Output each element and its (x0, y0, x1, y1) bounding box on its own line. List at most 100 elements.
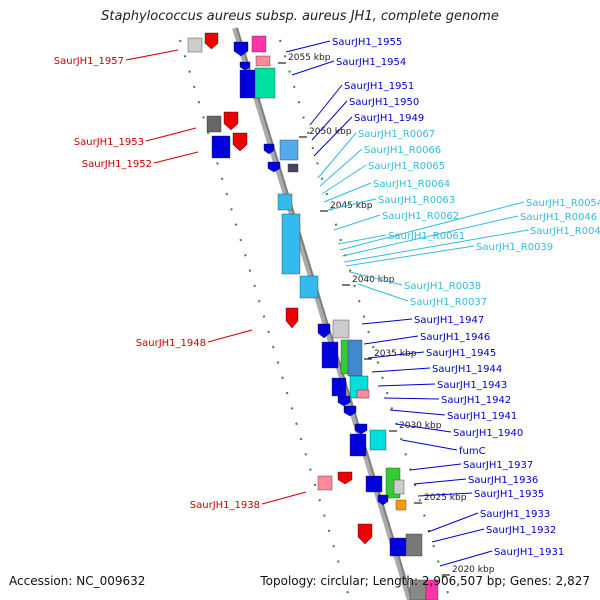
leader-line-19 (345, 245, 475, 267)
feature-block-5 (255, 55, 271, 67)
leader-line-11 (321, 164, 367, 195)
leader-line-37 (431, 528, 485, 543)
position-marker-4: 2040 kbp (352, 275, 395, 285)
leader-line-9 (317, 132, 357, 179)
feature-glyph-21 (317, 323, 331, 339)
feature-block-4 (251, 35, 267, 53)
feature-block-17 (277, 193, 293, 211)
leader-line-10 (319, 148, 363, 187)
feature-block-14 (279, 139, 299, 161)
feature-label-8: SaurJH1_1952 (82, 159, 152, 170)
feature-glyph-12 (232, 132, 248, 152)
leader-line-17 (341, 215, 519, 257)
feature-block-1 (187, 37, 203, 53)
feature-label-12: SaurJH1_R0064 (373, 179, 450, 190)
feature-glyph-15 (267, 161, 281, 173)
feature-label-11: SaurJH1_R0065 (368, 161, 445, 172)
feature-block-19 (299, 275, 319, 299)
leader-line-28 (383, 397, 440, 400)
feature-glyph-39 (377, 494, 389, 506)
feature-block-34 (317, 475, 333, 491)
feature-label-18: SaurJH1_R0040 (530, 226, 600, 237)
feature-block-18 (281, 213, 301, 275)
feature-label-31: fumC (459, 446, 486, 457)
track-dots-1 (179, 39, 351, 600)
feature-label-4: SaurJH1_1951 (344, 81, 414, 92)
track-dots-2 (279, 39, 451, 600)
leader-line-15 (337, 234, 387, 245)
leader-line-8 (153, 151, 199, 164)
feature-label-5: SaurJH1_1950 (349, 97, 419, 108)
feature-block-23 (321, 341, 339, 369)
leader-line-24 (363, 335, 419, 345)
feature-glyph-29 (337, 395, 351, 407)
feature-label-14: SaurJH1_R0062 (382, 211, 459, 222)
feature-block-38 (393, 479, 405, 495)
leader-line-29 (389, 409, 446, 416)
position-marker-2: 2050 kbp (309, 127, 352, 137)
feature-glyph-31 (354, 423, 368, 435)
feature-block-45 (425, 579, 439, 600)
feature-block-33 (369, 429, 387, 451)
feature-block-22 (332, 319, 350, 339)
feature-label-22: SaurJH1_1947 (414, 315, 484, 326)
feature-label-36: SaurJH1_1933 (480, 509, 550, 520)
feature-block-28 (356, 389, 370, 399)
topology-summary: Topology: circular; Length: 2,906,507 bp… (260, 574, 590, 588)
feature-label-33: SaurJH1_1936 (468, 475, 538, 486)
feature-block-11 (211, 135, 231, 159)
genome-backbone (232, 27, 413, 600)
leader-line-18 (343, 229, 529, 263)
leader-line-33 (413, 478, 467, 485)
feature-block-32 (349, 433, 367, 457)
leader-line-31 (401, 439, 458, 451)
feature-label-1: SaurJH1_1955 (332, 37, 402, 48)
leader-line-36 (427, 512, 479, 533)
feature-label-37: SaurJH1_1932 (486, 525, 556, 536)
leader-line-13 (327, 198, 377, 211)
feature-label-32: SaurJH1_1937 (463, 460, 533, 471)
feature-label-38: SaurJH1_1931 (494, 547, 564, 558)
feature-label-7: SaurJH1_1953 (74, 137, 144, 148)
position-marker-8: 2020 kbp (452, 565, 495, 575)
leader-line-16 (339, 201, 525, 251)
feature-label-35: SaurJH1_1938 (190, 500, 260, 511)
position-marker-6: 2030 kbp (399, 421, 442, 431)
feature-label-13: SaurJH1_R0063 (378, 195, 455, 206)
leader-line-3 (125, 49, 179, 61)
feature-label-17: SaurJH1_R0046 (520, 212, 597, 223)
feature-block-16 (287, 163, 299, 173)
leader-line-1 (285, 40, 331, 53)
feature-label-28: SaurJH1_1942 (441, 395, 511, 406)
feature-label-2: SaurJH1_1954 (336, 57, 406, 68)
feature-block-42 (389, 537, 407, 557)
position-marker-3: 2045 kbp (330, 201, 373, 211)
leader-line-21 (357, 283, 409, 302)
feature-block-43 (405, 533, 423, 557)
feature-label-26: SaurJH1_1944 (432, 364, 502, 375)
leader-line-34 (417, 492, 473, 497)
feature-label-23: SaurJH1_1948 (136, 338, 206, 349)
feature-label-10: SaurJH1_R0066 (364, 145, 441, 156)
leader-line-5 (311, 100, 348, 141)
accession-text: Accession: NC_009632 (9, 574, 146, 588)
leader-line-12 (323, 182, 372, 203)
feature-glyph-2 (204, 32, 219, 50)
leader-line-32 (409, 463, 462, 471)
feature-label-24: SaurJH1_1946 (420, 332, 490, 343)
leader-line-6 (313, 116, 353, 157)
leader-line-35 (261, 491, 307, 505)
feature-glyph-30 (343, 405, 357, 417)
leader-line-38 (439, 550, 493, 567)
leader-line-23 (207, 329, 253, 343)
feature-block-40 (395, 499, 407, 511)
leader-line-26 (371, 367, 431, 373)
feature-label-34: SaurJH1_1935 (474, 489, 544, 500)
feature-label-27: SaurJH1_1943 (437, 380, 507, 391)
feature-glyph-41 (357, 523, 373, 545)
leader-line-7 (145, 127, 197, 142)
position-marker-5: 2035 kbp (374, 349, 417, 359)
feature-label-6: SaurJH1_1949 (354, 113, 424, 124)
feature-block-26 (331, 377, 347, 397)
feature-block-8 (254, 67, 276, 99)
